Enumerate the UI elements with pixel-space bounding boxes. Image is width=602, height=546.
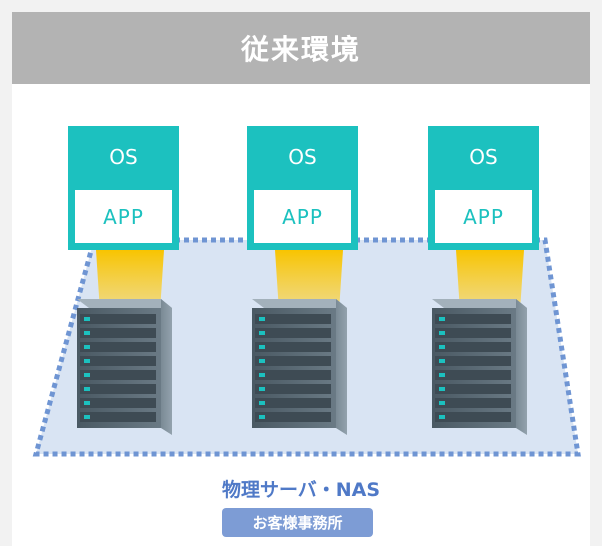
diagram-canvas	[32, 237, 581, 457]
rack-server-icon	[432, 299, 527, 435]
server-2	[252, 250, 347, 435]
header-bar: 従来環境	[12, 12, 590, 84]
os-label: OS	[109, 145, 138, 169]
header-title: 従来環境	[240, 33, 361, 66]
vm-box-3: OS APP	[428, 126, 539, 250]
rack-server-icon	[252, 299, 347, 435]
server-3	[432, 250, 527, 435]
os-label: OS	[288, 145, 317, 169]
app-label: APP	[75, 190, 172, 243]
os-label: OS	[469, 145, 498, 169]
vm-box-2: OS APP	[247, 126, 358, 250]
app-label: APP	[254, 190, 351, 243]
app-label: APP	[435, 190, 532, 243]
server-1	[77, 250, 172, 435]
vm-box-1: OS APP	[68, 126, 179, 250]
rack-server-icon	[77, 299, 172, 435]
diagram-frame: 従来環境	[12, 12, 590, 546]
physical-server-caption: 物理サーバ・NAS	[221, 479, 381, 501]
location-badge: お客様事務所	[222, 508, 373, 537]
